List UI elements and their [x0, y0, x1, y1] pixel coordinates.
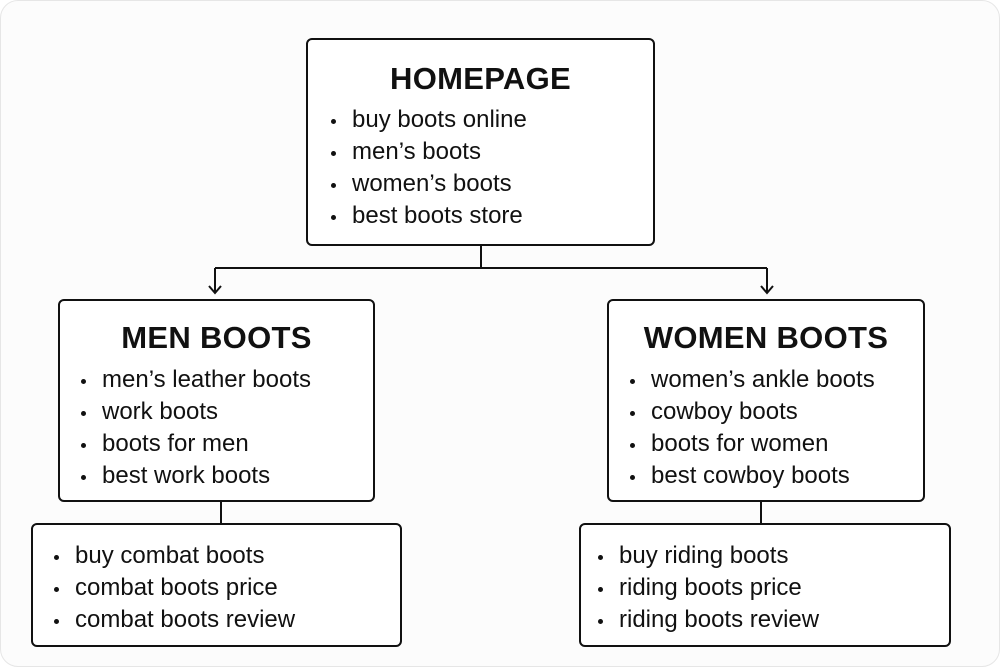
list-item: best work boots	[80, 460, 311, 492]
list-item: buy riding boots	[597, 540, 819, 572]
list-item: best cowboy boots	[629, 460, 875, 492]
women-boots-box: WOMEN BOOTS women’s ankle boots cowboy b…	[607, 299, 925, 502]
list-item: boots for men	[80, 428, 311, 460]
list-item: men’s leather boots	[80, 364, 311, 396]
women-boots-title: WOMEN BOOTS	[643, 320, 889, 355]
homepage-title: HOMEPAGE	[390, 61, 571, 96]
list-item: women’s ankle boots	[629, 364, 875, 396]
men-boots-title: MEN BOOTS	[121, 320, 312, 355]
list-item: riding boots price	[597, 572, 819, 604]
list-item: women’s boots	[330, 168, 527, 200]
list-item: cowboy boots	[629, 396, 875, 428]
riding-boots-box: buy riding boots riding boots price ridi…	[579, 523, 951, 647]
list-item: riding boots review	[597, 604, 819, 636]
women-boots-keyword-list: women’s ankle boots cowboy boots boots f…	[629, 364, 875, 492]
list-item: combat boots review	[53, 604, 295, 636]
homepage-keyword-list: buy boots online men’s boots women’s boo…	[330, 104, 527, 232]
list-item: best boots store	[330, 200, 527, 232]
list-item: buy combat boots	[53, 540, 295, 572]
list-item: men’s boots	[330, 136, 527, 168]
arrowhead-women-icon	[760, 285, 774, 295]
list-item: buy boots online	[330, 104, 527, 136]
combat-boots-keyword-list: buy combat boots combat boots price comb…	[53, 540, 295, 636]
men-boots-box: MEN BOOTS men’s leather boots work boots…	[58, 299, 375, 502]
list-item: combat boots price	[53, 572, 295, 604]
homepage-box: HOMEPAGE buy boots online men’s boots wo…	[306, 38, 655, 246]
combat-boots-box: buy combat boots combat boots price comb…	[31, 523, 402, 647]
list-item: boots for women	[629, 428, 875, 460]
men-boots-keyword-list: men’s leather boots work boots boots for…	[80, 364, 311, 492]
list-item: work boots	[80, 396, 311, 428]
riding-boots-keyword-list: buy riding boots riding boots price ridi…	[597, 540, 819, 636]
arrowhead-men-icon	[208, 285, 222, 295]
